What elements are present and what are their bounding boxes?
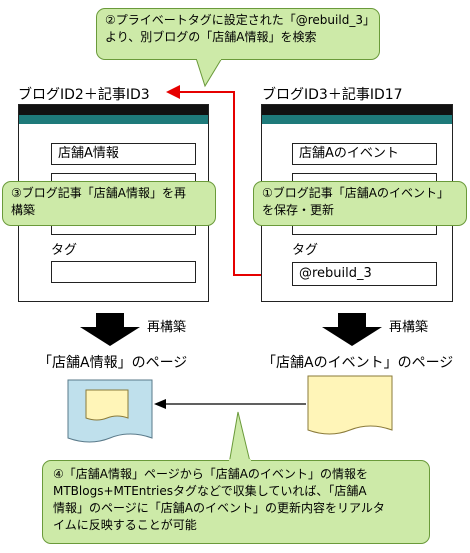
callout-right-line2: を保存・更新 — [262, 203, 335, 217]
callout-left-line1: ③ブログ記事「店舗A情報」を再 — [11, 186, 186, 200]
red-arrow-head — [166, 85, 180, 99]
callout-top-line2: より、別ブログの「店舗A情報」を検索 — [105, 30, 317, 44]
right-panel-title: ブログID3＋記事ID17 — [262, 87, 403, 103]
top-callout-pointer — [195, 57, 223, 88]
page-right-doc — [307, 375, 393, 435]
right-tag-label: タグ — [292, 243, 319, 258]
left-field-title[interactable]: 店舗A情報 — [51, 143, 196, 165]
page-left-inner-doc — [85, 389, 129, 421]
callout-left-line2: 構築 — [11, 203, 36, 217]
callout-bottom-line3: 情報」のページに「店舗Aのイベント」の更新内容をリアルタ — [53, 501, 385, 515]
callout-right: ①ブログ記事「店舗Aのイベント」 を保存・更新 — [253, 181, 467, 226]
right-window-titlebar — [262, 105, 452, 115]
callout-top: ②プライベートタグに設定された「@rebuild_3」 より、別ブログの「店舗A… — [96, 8, 380, 60]
left-tag-field[interactable] — [51, 261, 196, 283]
right-tag-field[interactable]: @rebuild_3 — [292, 262, 437, 286]
down-arrow-right — [322, 313, 382, 346]
left-tag-label: タグ — [51, 243, 78, 258]
callout-left: ③ブログ記事「店舗A情報」を再 構築 — [2, 181, 216, 226]
pointer-seam-bottom — [229, 459, 251, 462]
callout-bottom-line1: ④「店舗A情報」ページから「店舗Aのイベント」の情報を — [53, 467, 368, 481]
down-arrow-left — [80, 313, 140, 346]
callout-bottom: ④「店舗A情報」ページから「店舗Aのイベント」の情報を MTBlogs+MTEn… — [42, 460, 430, 544]
right-window-teal-bar — [262, 115, 452, 124]
callout-right-line1: ①ブログ記事「店舗Aのイベント」 — [262, 186, 449, 200]
thin-arrow-head — [154, 399, 166, 409]
pointer-seam-top — [197, 57, 221, 60]
left-panel-title: ブログID2＋記事ID3 — [18, 87, 150, 103]
page-right-label: 「店舗Aのイベント」のページ — [262, 355, 454, 371]
callout-top-line1: ②プライベートタグに設定された「@rebuild_3」 — [105, 13, 375, 27]
callout-bottom-line2: MTBlogs+MTEntriesタグなどで収集していれば、「店舗A — [53, 484, 367, 498]
left-window-teal-bar — [19, 115, 208, 124]
rebuild-label-left: 再構築 — [147, 320, 187, 335]
right-field-title[interactable]: 店舗Aのイベント — [292, 143, 437, 165]
callout-bottom-line4: イムに反映することが可能 — [53, 518, 197, 532]
rebuild-label-right: 再構築 — [389, 320, 429, 335]
page-left-label: 「店舗A情報」のページ — [38, 355, 188, 371]
left-window-titlebar — [19, 105, 208, 115]
